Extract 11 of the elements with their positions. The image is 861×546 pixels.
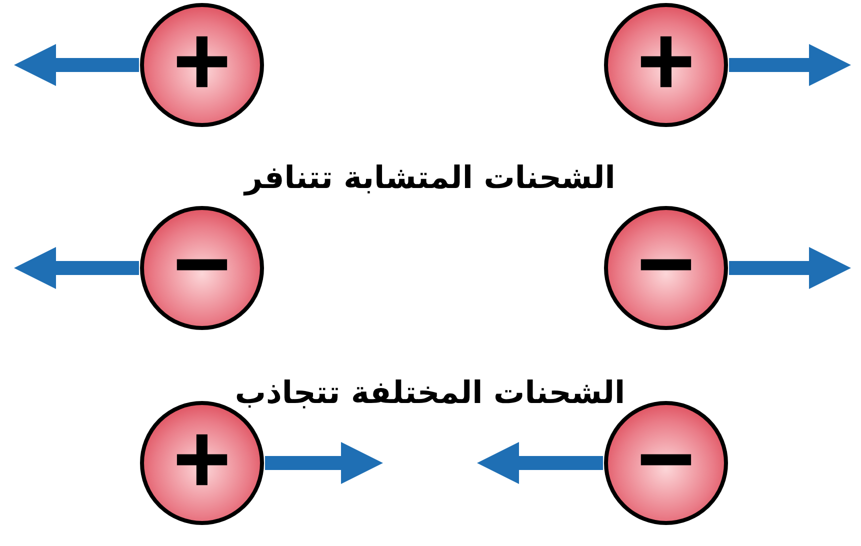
arrow — [477, 442, 603, 484]
charge-circle: − — [140, 206, 264, 330]
charge-circle: + — [604, 3, 728, 127]
arrow — [729, 247, 851, 289]
arrow — [14, 44, 139, 86]
arrow — [14, 247, 139, 289]
arrow — [265, 442, 383, 484]
arrow — [729, 44, 851, 86]
charge-circle: + — [140, 3, 264, 127]
caption-text: الشحنات المتشابة تتنافر — [244, 160, 616, 196]
charge-circle: − — [604, 206, 728, 330]
